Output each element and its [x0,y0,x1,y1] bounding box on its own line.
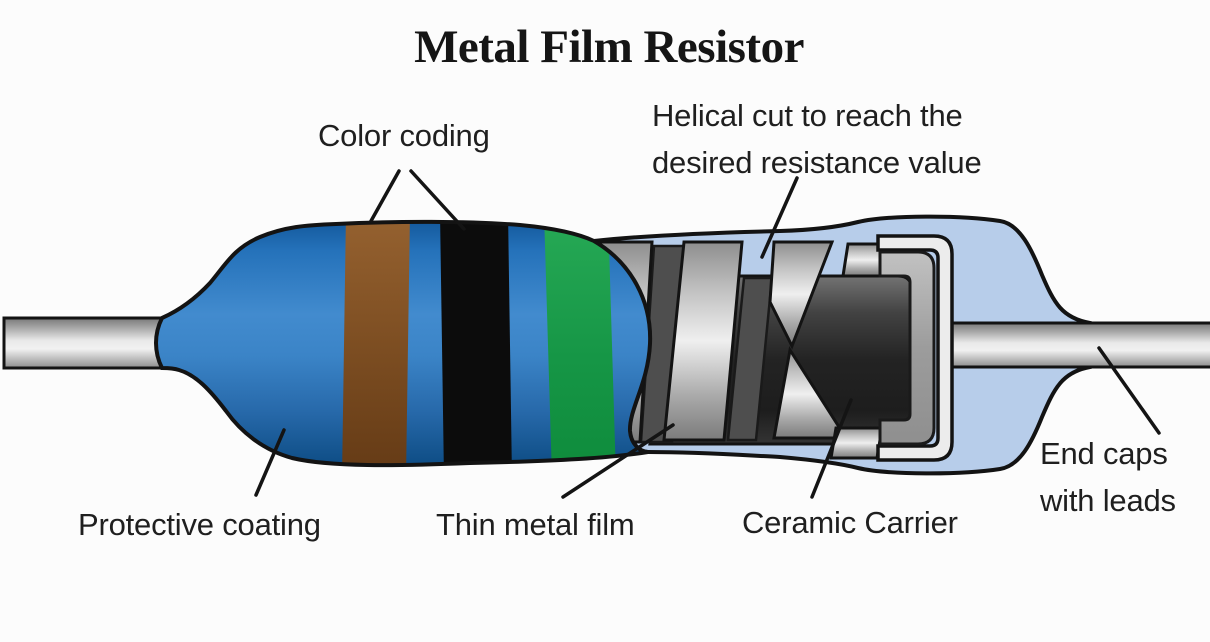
leader-color-coding-left [369,169,401,223]
leader-lines [254,169,1161,499]
label-helical-cut-line2: desired resistance value [652,145,982,180]
leader-end-caps [1097,346,1161,435]
end-cap [876,234,954,462]
label-end-caps: End caps with leads [1040,430,1176,524]
label-helical-cut: Helical cut to reach the desired resista… [652,92,982,186]
label-ceramic-carrier: Ceramic Carrier [742,505,958,540]
label-end-caps-line2: with leads [1040,483,1176,518]
band-black [440,221,512,466]
right-lead [944,321,1210,369]
color-coding-bands [342,221,616,466]
label-color-coding: Color coding [318,118,490,153]
leader-thin-metal-film [561,423,675,499]
leader-helical-cut [760,176,799,259]
leader-protective-coating [254,428,286,497]
label-helical-cut-line1: Helical cut to reach the [652,98,963,133]
left-lead [2,316,169,370]
diagram-title: Metal Film Resistor [414,21,804,73]
band-brown [342,221,410,466]
label-protective-coating: Protective coating [78,507,321,542]
leader-color-coding-right [409,169,466,231]
band-green [544,221,616,466]
resistor-body [154,219,653,468]
label-thin-metal-film: Thin metal film [436,507,635,542]
label-end-caps-line1: End caps [1040,436,1168,471]
leader-ceramic-carrier [810,398,853,499]
